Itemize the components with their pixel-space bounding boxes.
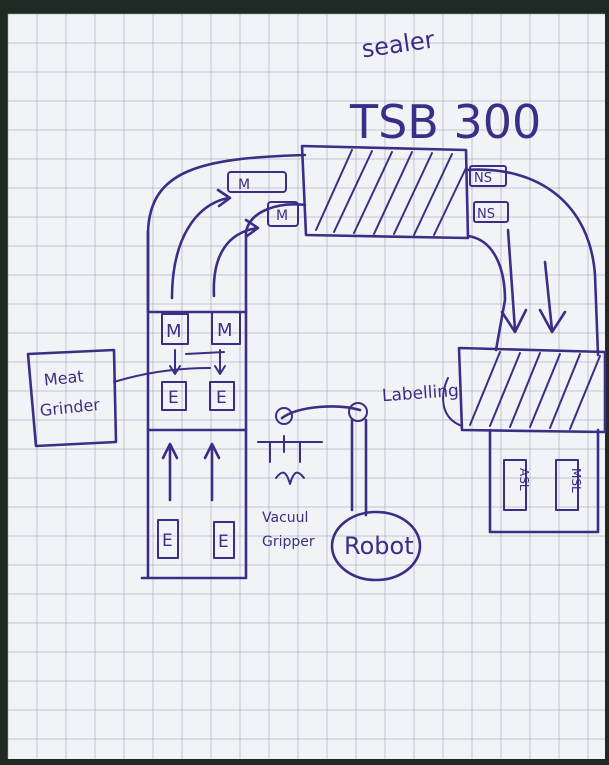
vacuum-gripper-label-line2: Gripper: [262, 534, 315, 550]
box-e-lower-left-label: E: [162, 531, 173, 551]
vacuum-gripper-label-line1: Vacuul: [262, 510, 308, 526]
box-m-left-label: M: [166, 321, 182, 342]
tray-asl-label: ASL: [517, 468, 531, 491]
box-m-right-label: M: [217, 320, 233, 341]
tray-m-second-label: M: [276, 208, 288, 224]
box-e-lower-right-label: E: [218, 532, 229, 552]
tray-ns-bottom-label: NS: [477, 207, 495, 222]
box-e-upper-left-label: E: [168, 388, 179, 408]
tray-m-top-label: M: [238, 177, 250, 193]
robot-label: Robot: [344, 532, 414, 560]
tray-ns-top-label: NS: [474, 171, 492, 186]
sealer-model-label: TSB 300: [349, 95, 541, 149]
tray-msl-label: MSL: [569, 468, 583, 493]
box-e-upper-right-label: E: [216, 388, 227, 408]
